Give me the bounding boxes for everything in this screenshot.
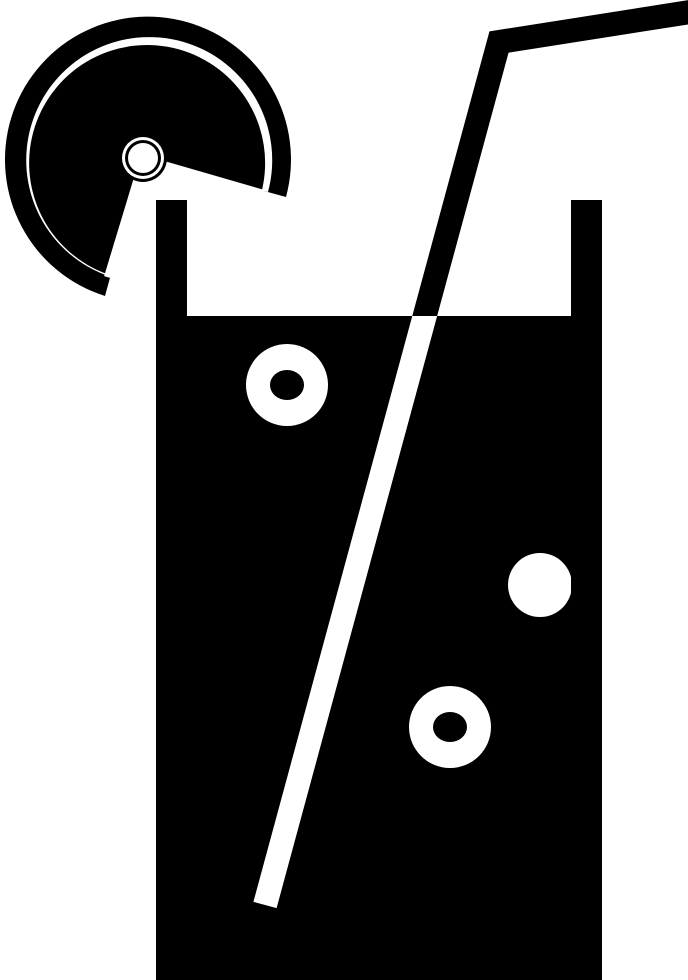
straw-icon — [253, 0, 688, 909]
bubble-icon — [246, 344, 602, 768]
liquid-icon — [156, 316, 602, 980]
citrus-pulp — [29, 45, 266, 274]
glass-icon — [156, 200, 602, 980]
bubble-ring-bottom — [409, 686, 491, 768]
bubble-ring-top — [246, 344, 328, 426]
citrus-slice-icon — [4, 16, 291, 297]
straw-in-liquid — [253, 316, 438, 909]
glass-left-wall — [156, 200, 187, 316]
bubble-solid-right — [508, 540, 602, 630]
straw-above-liquid — [412, 0, 688, 316]
glass-right-wall — [571, 200, 602, 316]
